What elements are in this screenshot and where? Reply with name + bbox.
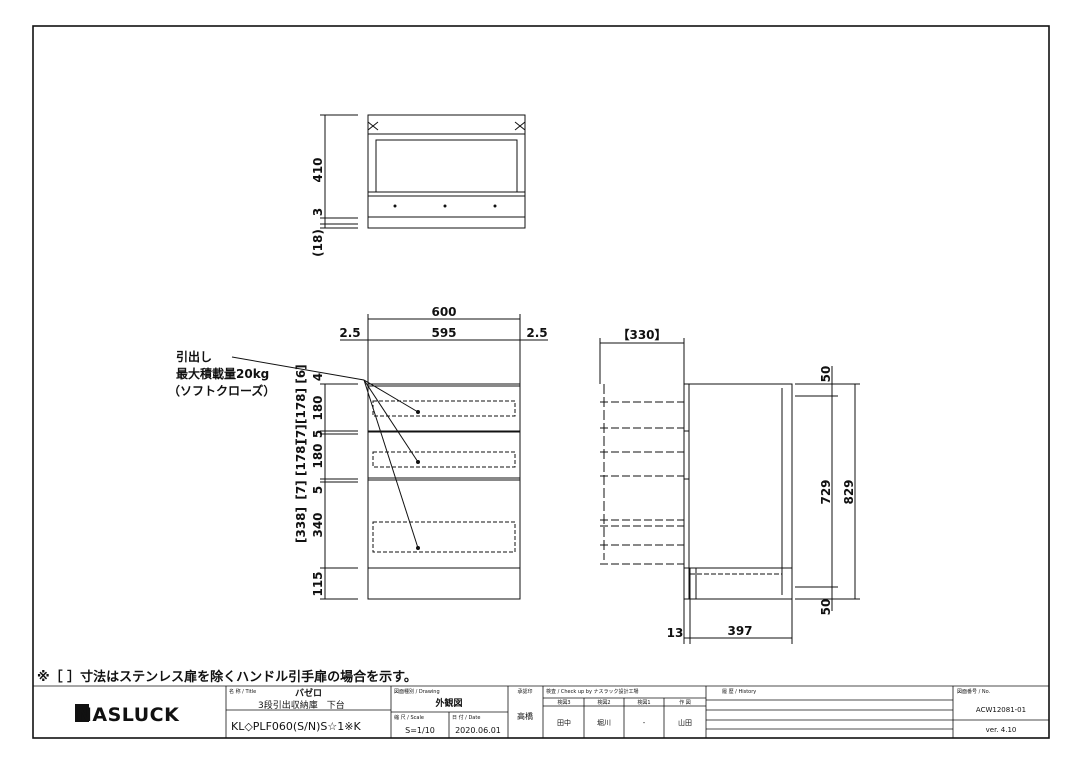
scale-value: S=1/10 [405, 726, 435, 735]
side-dim-13: 13 [667, 626, 684, 640]
sheet-border [32, 25, 1050, 739]
check-name-3: - [643, 719, 646, 727]
check-col-4: 作 図 [679, 699, 691, 706]
front-dim-b6: [6] [294, 364, 308, 383]
model-number: KL◇PLF060(S/N)S☆1※K [231, 720, 361, 733]
top-view [320, 114, 526, 229]
date-label: 日 付 / Date [452, 714, 480, 721]
front-width-595: 595 [431, 326, 456, 340]
side-dim-829: 829 [842, 479, 856, 504]
logo-text: NASLUCK [76, 704, 180, 726]
front-dim-4: 4 [311, 373, 325, 381]
front-side-left: 2.5 [339, 326, 360, 340]
side-view [599, 338, 860, 644]
check-name-2: 堀川 [597, 718, 611, 727]
front-dim-5b: 5 [311, 486, 325, 494]
front-view [231, 314, 548, 600]
check-label: 検査 / Check up by ナスラック設計工場 [546, 688, 639, 695]
front-dim-180b: 180 [311, 443, 325, 468]
title-block [33, 685, 1049, 738]
version: ver. 4.10 [986, 726, 1017, 734]
front-dim-b178b: [178] [294, 440, 308, 476]
top-dim-3: 3 [311, 208, 325, 216]
product-name: バゼロ [295, 687, 322, 699]
drawing-type: 外観図 [434, 697, 462, 709]
title-label: 名 称 / Title [229, 688, 256, 695]
side-dim-729: 729 [819, 479, 833, 504]
check-col-2: 検図2 [597, 699, 610, 706]
front-dim-180a: 180 [311, 395, 325, 420]
history-label: 履 歴 / History [722, 689, 756, 695]
callout-softclose: （ソフトクローズ） [168, 383, 275, 398]
front-dim-340: 340 [311, 512, 325, 537]
product-subtitle: 3段引出収納庫 下台 [258, 699, 345, 711]
top-dim-410: 410 [311, 157, 325, 182]
front-dim-5a: 5 [311, 430, 325, 438]
front-dim-b178a: [178] [294, 388, 308, 424]
front-dim-b7b: [7] [294, 480, 308, 499]
date-value: 2020.06.01 [455, 726, 501, 735]
callout-drawer: 引出し [176, 349, 212, 364]
top-dim-18: (18) [311, 229, 325, 257]
side-dim-50-bottom: 50 [819, 599, 833, 616]
logo-box [75, 704, 89, 722]
front-dim-b7a: [7] [294, 424, 308, 443]
side-dim-50-top: 50 [819, 366, 833, 383]
check-col-3: 検図1 [637, 699, 650, 706]
drawing-no-label: 図面番号 / No. [957, 688, 991, 695]
side-dim-330: 【330】 [617, 327, 666, 342]
front-dim-115: 115 [311, 571, 325, 596]
check-name-1: 田中 [557, 718, 571, 727]
front-dim-b338: [338] [294, 507, 308, 543]
check-col-1: 検図3 [557, 699, 570, 706]
bracket-note: ※［ ］寸法はステンレス扉を除くハンドル引手扉の場合を示す。 [37, 669, 417, 685]
drawing-no: ACW12081-01 [976, 706, 1026, 714]
front-side-right: 2.5 [526, 326, 547, 340]
drawing-type-label: 図面種別 / Drawing [394, 688, 440, 695]
scale-label: 縮 尺 / Scale [394, 714, 424, 721]
callout-load: 最大積載量20kg [176, 366, 269, 381]
approver-label: 承認印 [517, 688, 532, 695]
front-width-600: 600 [431, 305, 456, 319]
side-dim-397: 397 [727, 624, 752, 638]
approver-name: 高橋 [517, 711, 533, 721]
check-name-4: 山田 [678, 718, 692, 727]
